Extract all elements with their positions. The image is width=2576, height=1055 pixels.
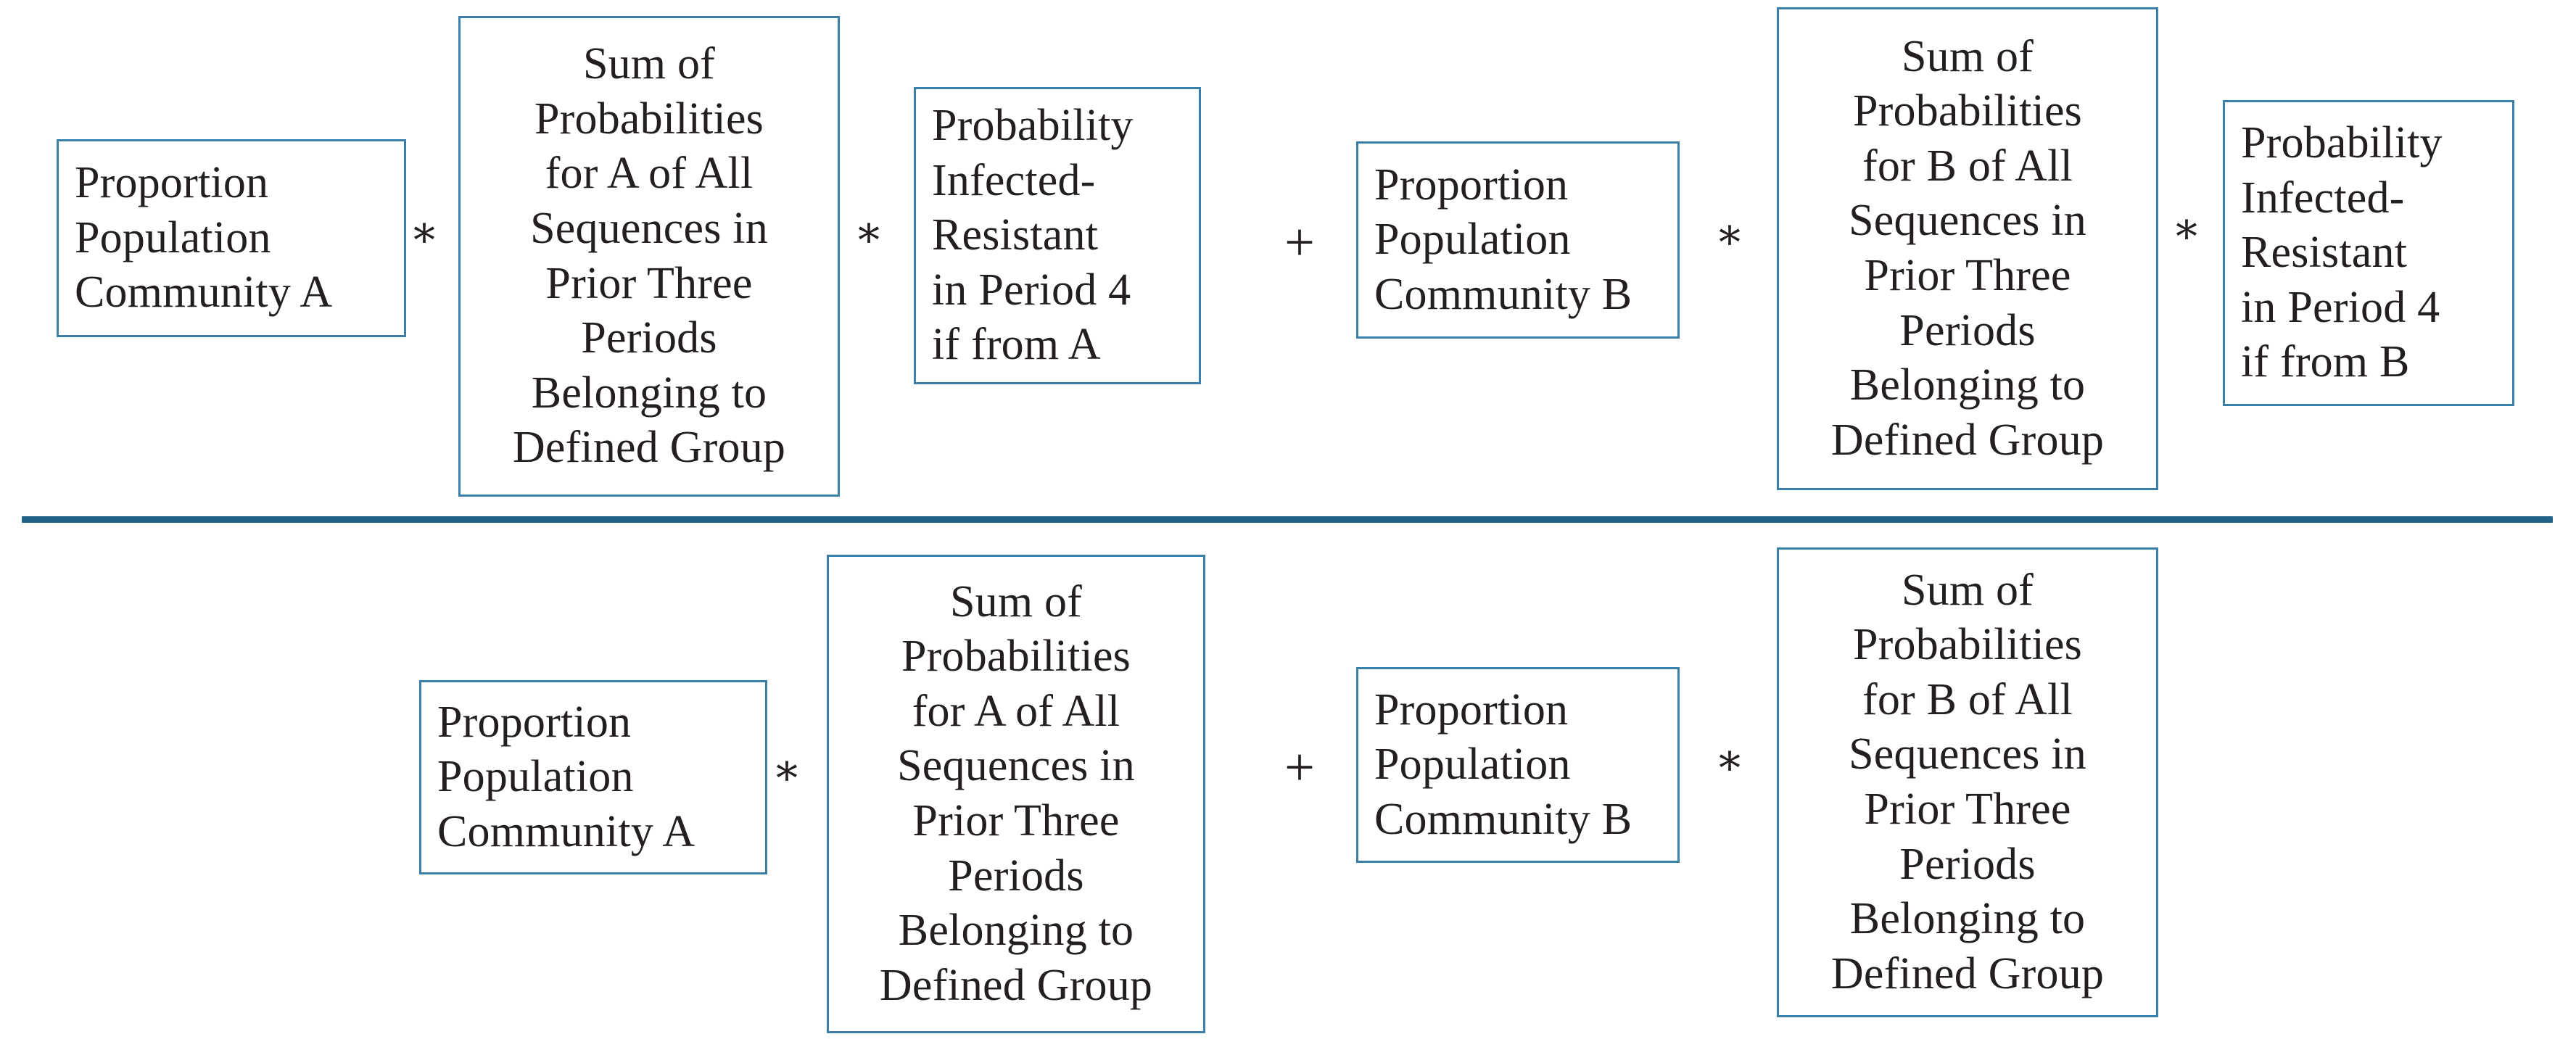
- fraction-division-bar: [22, 516, 2553, 523]
- box-label: Sum of Probabilities for A of All Sequen…: [879, 576, 1153, 1010]
- operator-multiply-1: ∗: [409, 208, 439, 256]
- box-label: Probability Infected- Resistant in Perio…: [2241, 117, 2443, 387]
- box-sum-probabilities-b-numerator: Sum of Probabilities for B of All Sequen…: [1777, 7, 2158, 490]
- operator-plus-2: +: [1284, 738, 1315, 798]
- operator-multiply-3: ∗: [1714, 210, 1745, 258]
- box-sum-probabilities-b-denominator: Sum of Probabilities for B of All Sequen…: [1777, 547, 2158, 1017]
- box-label: Sum of Probabilities for A of All Sequen…: [512, 39, 786, 473]
- box-label: Probability Infected- Resistant in Perio…: [932, 100, 1134, 370]
- box-label: Sum of Probabilities for B of All Sequen…: [1830, 31, 2105, 465]
- operator-plus-1: +: [1284, 213, 1315, 273]
- operator-multiply-6: ∗: [1714, 736, 1745, 784]
- operator-multiply-5: ∗: [772, 746, 802, 794]
- box-proportion-population-community-a-numerator: Proportion Population Community A: [57, 139, 406, 337]
- box-probability-infected-resistant-b: Probability Infected- Resistant in Perio…: [2223, 100, 2514, 406]
- operator-multiply-4: ∗: [2171, 204, 2202, 252]
- operator-multiply-2: ∗: [854, 208, 884, 256]
- box-label: Proportion Population Community A: [75, 158, 333, 318]
- box-proportion-population-community-b-denominator: Proportion Population Community B: [1356, 667, 1680, 863]
- box-sum-probabilities-a-denominator: Sum of Probabilities for A of All Sequen…: [827, 555, 1205, 1033]
- box-proportion-population-community-b-numerator: Proportion Population Community B: [1356, 141, 1680, 339]
- box-probability-infected-resistant-a: Probability Infected- Resistant in Perio…: [914, 87, 1201, 384]
- box-label: Proportion Population Community A: [437, 697, 695, 856]
- box-label: Proportion Population Community B: [1374, 160, 1632, 319]
- box-sum-probabilities-a-numerator: Sum of Probabilities for A of All Sequen…: [458, 16, 840, 497]
- box-label: Proportion Population Community B: [1374, 684, 1632, 844]
- box-label: Sum of Probabilities for B of All Sequen…: [1830, 565, 2105, 998]
- box-proportion-population-community-a-denominator: Proportion Population Community A: [419, 680, 767, 874]
